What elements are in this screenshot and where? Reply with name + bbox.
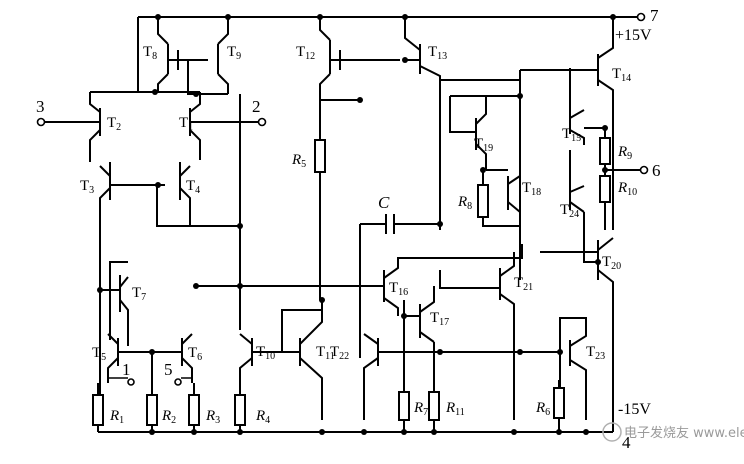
label-T16: T16 [389, 280, 408, 298]
pin-2-terminal[interactable] [257, 117, 267, 127]
resistor-r4-body [234, 394, 246, 426]
label-T24: T24 [560, 202, 579, 220]
label-R3: R3 [205, 408, 220, 426]
resistor-leads [97, 164, 606, 432]
label-T19: T19 [474, 136, 493, 154]
junction-dots [97, 14, 616, 435]
pin-3-label: 3 [36, 97, 45, 116]
pin-7-terminal[interactable] [636, 12, 646, 22]
label-R4: R4 [255, 408, 270, 426]
label-R8: R8 [457, 194, 472, 212]
label-T17: T17 [430, 310, 449, 328]
label-R6: R6 [535, 400, 550, 418]
resistor-r6-body [553, 387, 565, 419]
label-R2: R2 [161, 408, 176, 426]
label-R7: R7 [413, 400, 428, 418]
label-T1: T1 [179, 115, 193, 133]
label-T9: T9 [227, 44, 241, 62]
resistor-r7-body [398, 391, 410, 421]
terminals [36, 12, 649, 386]
label-R10: R10 [617, 180, 637, 198]
label-T21: T21 [514, 275, 533, 293]
pin-5-label: 5 [164, 360, 173, 379]
pin-7-label: 7 [650, 6, 659, 25]
label-capacitor: C [378, 193, 390, 212]
resistor-r3-body [188, 394, 200, 426]
positive-supply-label: +15V [615, 27, 652, 44]
label-T22: T22 [330, 344, 349, 362]
watermark: 电子发烧友 www.elecfans.com [602, 422, 744, 442]
pin-6-terminal[interactable] [639, 165, 649, 175]
resistor-r1-body [92, 394, 104, 426]
resistor-r10-body [599, 175, 611, 203]
label-R5: R5 [291, 152, 306, 170]
watermark-text: 电子发烧友 www.elecfans.com [624, 425, 744, 441]
label-T4: T4 [186, 178, 200, 196]
label-T2: T2 [107, 115, 121, 133]
label-T10: T10 [256, 344, 275, 362]
label-T8: T8 [143, 44, 157, 62]
component-labels: T2 T1 T3 T4 T5 T6 T7 T8 T9 T10 T11 T12 T… [80, 44, 637, 426]
label-T3: T3 [80, 178, 94, 196]
pin-5-terminal[interactable] [174, 378, 182, 386]
label-T5: T5 [92, 345, 106, 363]
pin-6-label: 6 [652, 161, 661, 180]
wires [45, 16, 640, 433]
supply-labels: +15V -15V [615, 27, 652, 418]
resistor-r9-body [599, 137, 611, 165]
pin-2-label: 2 [252, 97, 261, 116]
pin-1-terminal[interactable] [127, 378, 135, 386]
pin-4-label: 4 [622, 433, 631, 452]
label-T7: T7 [132, 285, 146, 303]
label-T11: T11 [316, 344, 335, 362]
label-T14: T14 [612, 66, 631, 84]
pin-labels: 1 2 3 4 5 6 7 [36, 6, 661, 452]
label-T12: T12 [296, 44, 315, 62]
label-T15: T15 [562, 126, 581, 144]
label-R1: R1 [109, 408, 124, 426]
watermark-logo-icon [602, 422, 622, 442]
label-T18: T18 [522, 180, 541, 198]
label-T23: T23 [586, 344, 605, 362]
label-R11: R11 [445, 400, 465, 418]
resistor-r11-body [428, 391, 440, 421]
resistor-r5-body [314, 139, 326, 173]
pin-3-terminal[interactable] [36, 117, 46, 127]
resistor-r8-body [477, 184, 489, 218]
label-R9: R9 [617, 144, 632, 162]
label-T6: T6 [188, 345, 202, 363]
label-T13: T13 [428, 44, 447, 62]
resistor-bodies [92, 137, 611, 426]
pin-1-label: 1 [122, 360, 131, 379]
negative-supply-label: -15V [618, 401, 651, 418]
resistor-r2-body [146, 394, 158, 426]
label-T20: T20 [602, 254, 621, 272]
capacitor-symbol [385, 214, 395, 234]
